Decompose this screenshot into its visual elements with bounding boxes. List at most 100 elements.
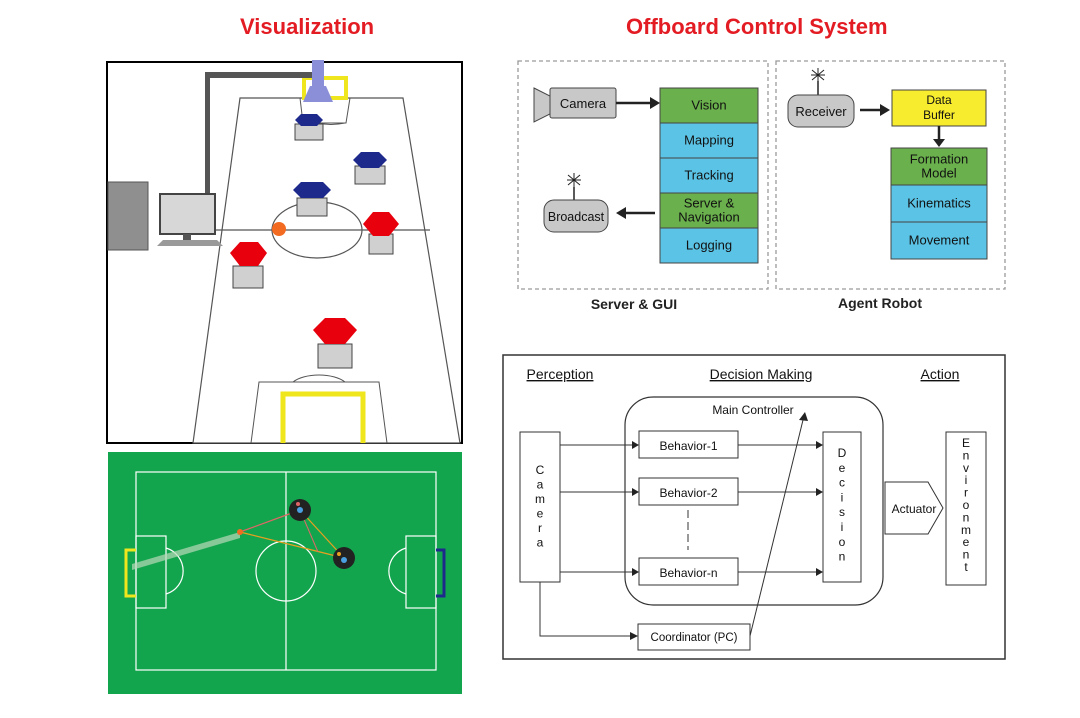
camera-cable bbox=[205, 72, 210, 202]
camera-to-coordinator-line bbox=[539, 582, 630, 637]
column-letter: n bbox=[963, 448, 970, 462]
environment-column bbox=[945, 431, 987, 586]
agent-stack-label-3: Movement bbox=[909, 233, 970, 248]
monitor-icon bbox=[159, 193, 216, 235]
camera-mount-arm bbox=[205, 72, 315, 78]
behavior-label: Behavior-2 bbox=[659, 486, 717, 500]
field-2d-center-circle bbox=[255, 540, 317, 602]
column-letter: v bbox=[963, 461, 969, 475]
red-robot-3 bbox=[313, 318, 357, 369]
bottom-penalty-arc bbox=[292, 374, 346, 383]
column-letter: c bbox=[839, 476, 845, 490]
receiver-arrow bbox=[880, 104, 890, 116]
architecture-diagram: Perception Decision Making Action Main C… bbox=[502, 354, 1006, 660]
left-penalty-box bbox=[135, 535, 167, 609]
blue-robot-3 bbox=[293, 182, 331, 217]
camera-letters: Camera bbox=[535, 463, 545, 550]
server-stack-block-1 bbox=[659, 87, 759, 124]
behavior-box bbox=[638, 477, 739, 506]
column-letter: e bbox=[839, 461, 846, 475]
column-letter: e bbox=[963, 535, 970, 549]
red-robot-1 bbox=[363, 212, 399, 255]
buffer-arrow bbox=[933, 139, 945, 147]
camera-lens-icon bbox=[533, 87, 551, 123]
data-buffer-line-2: Buffer bbox=[923, 108, 955, 122]
ball-marker bbox=[237, 529, 243, 535]
actuator-label: Actuator bbox=[892, 502, 937, 516]
pc-tower-icon bbox=[107, 181, 149, 251]
column-letter: C bbox=[536, 463, 545, 477]
data-buffer-box bbox=[891, 89, 987, 127]
bottom-goal bbox=[280, 391, 366, 443]
field-2d-background bbox=[108, 452, 462, 694]
agent-stack-block-3 bbox=[890, 221, 988, 260]
agent-stack-label-1: Formation bbox=[910, 152, 969, 167]
column-letter: E bbox=[962, 436, 970, 450]
server-stack-label-3: Tracking bbox=[684, 168, 733, 183]
broadcast-arrow bbox=[616, 207, 626, 219]
column-letter: s bbox=[839, 505, 845, 519]
agent-stack-label-2: Kinematics bbox=[907, 196, 971, 211]
server-stack-label-4: Navigation bbox=[678, 210, 739, 225]
camera-arrow bbox=[650, 97, 660, 109]
ball-icon bbox=[272, 222, 286, 236]
column-letter: i bbox=[841, 490, 844, 504]
behavior-label: Behavior-n bbox=[659, 566, 717, 580]
visualization-heading: Visualization bbox=[240, 14, 375, 39]
red-robot-2 bbox=[230, 242, 267, 289]
coordinator-label: Coordinator (PC) bbox=[651, 632, 738, 644]
column-letter: o bbox=[963, 498, 970, 512]
data-buffer-line-1: Data bbox=[926, 93, 952, 107]
column-letter: e bbox=[537, 507, 544, 521]
server-stack-label-5: Logging bbox=[686, 238, 732, 253]
camera-label: Camera bbox=[560, 96, 607, 111]
server-gui-frame bbox=[517, 60, 769, 290]
coordinator-box bbox=[637, 623, 751, 651]
server-stack-block-4 bbox=[659, 192, 759, 229]
broadcast-antenna-icon bbox=[567, 173, 581, 200]
decision-letters: Decision bbox=[838, 446, 847, 564]
blue-robot-2 bbox=[353, 152, 387, 185]
server-stack-block-2 bbox=[659, 122, 759, 159]
agent-stack-block-1 bbox=[890, 147, 988, 186]
agent-stack-label-1: Model bbox=[921, 166, 957, 181]
agent-robot-caption: Agent Robot bbox=[838, 295, 922, 311]
camera-post bbox=[312, 60, 324, 86]
receiver-antenna-icon bbox=[811, 68, 825, 95]
server-stack-block-5 bbox=[659, 227, 759, 264]
action-label: Action bbox=[921, 366, 960, 382]
main-controller-box bbox=[624, 396, 884, 606]
column-letter: m bbox=[535, 492, 545, 506]
receiver-label: Receiver bbox=[795, 104, 847, 119]
overhead-camera-icon bbox=[303, 86, 333, 102]
column-letter: n bbox=[839, 550, 846, 564]
column-letter: D bbox=[838, 446, 847, 460]
left-goal bbox=[124, 548, 136, 598]
right-goal bbox=[436, 548, 446, 598]
column-letter: i bbox=[841, 520, 844, 534]
server-stack-label-4: Server & bbox=[684, 196, 735, 211]
coordinator-to-controller-line bbox=[749, 419, 804, 637]
broadcast-label: Broadcast bbox=[548, 210, 605, 224]
actuator-shape bbox=[884, 481, 944, 535]
field-2d-view bbox=[108, 452, 462, 694]
behavior-label: Behavior-1 bbox=[659, 439, 717, 453]
bottom-penalty-box bbox=[250, 381, 388, 444]
main-controller-label: Main Controller bbox=[712, 403, 793, 417]
column-letter: o bbox=[839, 535, 846, 549]
server-gui-caption: Server & GUI bbox=[591, 296, 677, 312]
perception-label: Perception bbox=[527, 366, 594, 382]
column-letter: a bbox=[537, 536, 544, 550]
agent-robot-frame bbox=[775, 60, 1006, 290]
decision-column bbox=[822, 431, 862, 583]
column-letter: n bbox=[963, 548, 970, 562]
right-penalty-box bbox=[405, 535, 437, 609]
column-letter: t bbox=[964, 560, 968, 574]
behavior-box bbox=[638, 430, 739, 459]
blue-robot-1 bbox=[294, 114, 324, 141]
column-letter: r bbox=[964, 486, 968, 500]
